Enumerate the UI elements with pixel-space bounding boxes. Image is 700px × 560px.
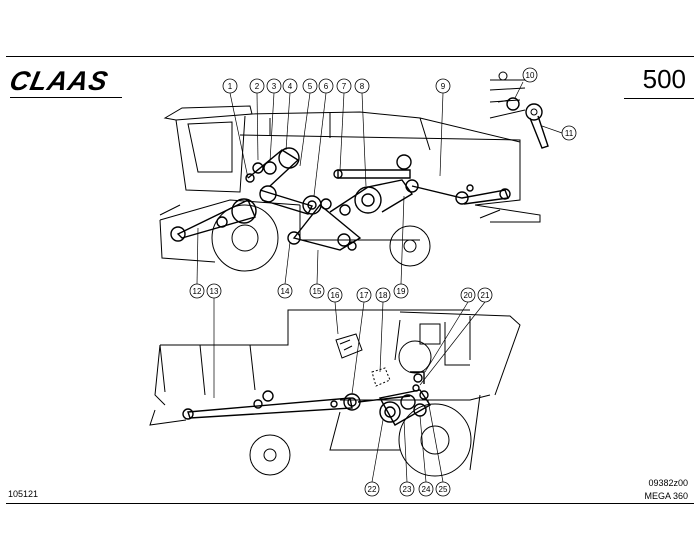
leader-lines [196, 81, 563, 483]
svg-text:11: 11 [565, 129, 574, 138]
svg-text:22: 22 [368, 485, 377, 494]
svg-text:7: 7 [342, 82, 347, 91]
callout-1: 1 [222, 78, 238, 94]
callout-23: 23 [399, 481, 415, 497]
callout-3: 3 [266, 78, 282, 94]
callout-11: 11 [561, 125, 577, 141]
callout-20: 20 [460, 287, 476, 303]
page-number-underline [624, 98, 694, 99]
svg-text:3: 3 [272, 82, 277, 91]
lower-combine-outline [149, 309, 521, 477]
svg-text:9: 9 [441, 82, 446, 91]
callout-14: 14 [277, 283, 293, 299]
callout-2: 2 [249, 78, 265, 94]
svg-text:21: 21 [481, 291, 490, 300]
callout-18: 18 [375, 287, 391, 303]
callout-7: 7 [336, 78, 352, 94]
callout-16: 16 [327, 287, 343, 303]
svg-text:5: 5 [308, 82, 313, 91]
svg-text:6: 6 [324, 82, 329, 91]
callout-17: 17 [356, 287, 372, 303]
svg-text:1: 1 [228, 82, 233, 91]
drawing-code: 09382z00 [648, 478, 688, 488]
detail-inset [489, 71, 549, 149]
svg-text:24: 24 [422, 485, 431, 494]
callout-19: 19 [393, 283, 409, 299]
model-name: MEGA 360 [644, 491, 688, 501]
callout-22: 22 [364, 481, 380, 497]
callout-4: 4 [282, 78, 298, 94]
svg-text:20: 20 [464, 291, 473, 300]
svg-text:18: 18 [379, 291, 388, 300]
doc-reference: 105121 [8, 489, 39, 499]
callout-labels: 1 2 3 4 5 6 7 8 9 10 11 12 13 14 15 16 1… [189, 67, 577, 497]
lower-belt-system [182, 371, 431, 426]
svg-text:13: 13 [210, 287, 219, 296]
svg-text:10: 10 [526, 71, 535, 80]
callout-8: 8 [354, 78, 370, 94]
callout-21: 21 [477, 287, 493, 303]
svg-text:16: 16 [331, 291, 340, 300]
svg-text:2: 2 [255, 82, 260, 91]
frame-bottom-line [6, 503, 694, 504]
svg-text:4: 4 [288, 82, 293, 91]
svg-text:17: 17 [360, 291, 369, 300]
svg-text:15: 15 [313, 287, 322, 296]
logo-underline [10, 97, 122, 98]
svg-text:12: 12 [193, 287, 202, 296]
callout-13: 13 [206, 283, 222, 299]
frame-top-line [6, 56, 694, 57]
callout-6: 6 [318, 78, 334, 94]
callout-5: 5 [302, 78, 318, 94]
callout-24: 24 [418, 481, 434, 497]
upper-combine-outline [159, 105, 541, 272]
svg-text:8: 8 [360, 82, 365, 91]
svg-text:25: 25 [439, 485, 448, 494]
callout-12: 12 [189, 283, 205, 299]
callout-10: 10 [522, 67, 538, 83]
page-number: 500 [642, 64, 686, 94]
callout-9: 9 [435, 78, 451, 94]
svg-text:14: 14 [281, 287, 290, 296]
svg-text:23: 23 [403, 485, 412, 494]
callout-25: 25 [435, 481, 451, 497]
svg-text:19: 19 [397, 287, 406, 296]
callout-15: 15 [309, 283, 325, 299]
